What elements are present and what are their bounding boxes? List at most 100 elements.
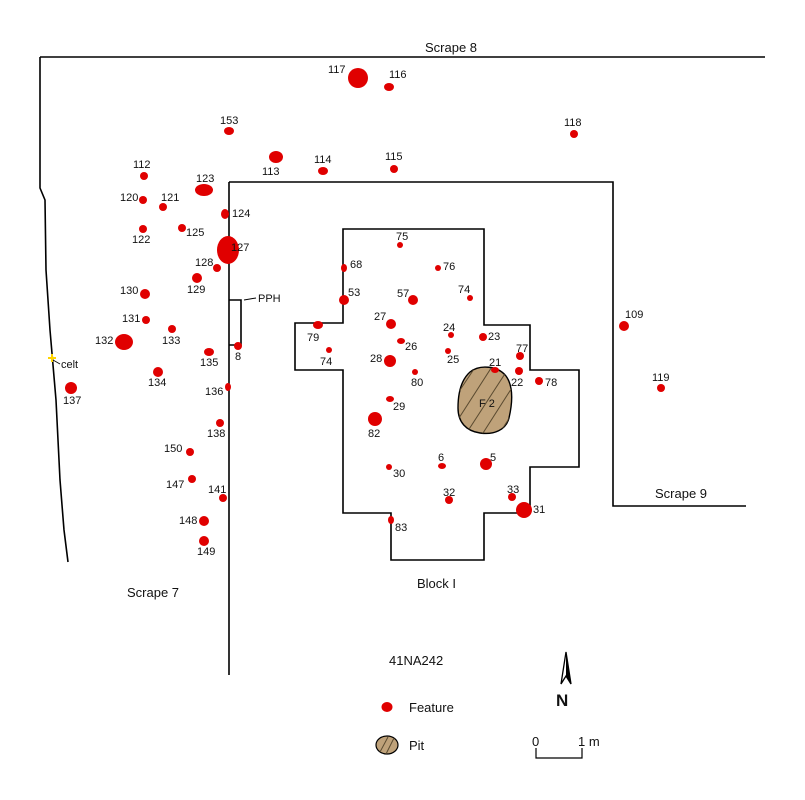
feature-marker xyxy=(168,325,176,333)
feature-121: 121 xyxy=(159,192,179,211)
feature-label: 76 xyxy=(443,261,455,273)
feature-marker xyxy=(491,367,499,373)
pph-datum: PPH xyxy=(258,293,281,305)
feature-137: 137 xyxy=(63,382,81,407)
feature-label: 83 xyxy=(395,522,407,534)
feature-marker xyxy=(435,265,441,271)
feature-30: 30 xyxy=(386,464,405,480)
feature-label: 24 xyxy=(443,322,455,334)
feature-114: 114 xyxy=(314,154,332,175)
pph-leader-line xyxy=(243,297,257,301)
feature-21: 21 xyxy=(489,357,501,373)
feature-marker xyxy=(221,209,229,219)
feature-label: 23 xyxy=(488,331,500,343)
feature-label: 22 xyxy=(511,377,523,389)
feature-marker xyxy=(516,502,532,518)
feature-label: 27 xyxy=(374,311,386,323)
excavation-boundaries xyxy=(39,56,765,675)
feature-marker xyxy=(368,412,382,426)
feature-150: 150 xyxy=(164,443,194,456)
legend: Feature Pit xyxy=(375,700,454,755)
feature-113: 113 xyxy=(262,151,283,178)
feature-label: 124 xyxy=(232,208,250,220)
feature-label: 26 xyxy=(405,341,417,353)
feature-label: 130 xyxy=(120,285,138,297)
north-arrow: N xyxy=(556,651,572,710)
feature-122: 122 xyxy=(132,225,150,246)
feature-74b: 74 xyxy=(320,347,332,368)
feature-marker xyxy=(234,342,242,350)
block-1-label: Block I xyxy=(417,576,456,591)
feature-marker xyxy=(159,203,167,211)
feature-23: 23 xyxy=(479,331,500,343)
feature-117: 117 xyxy=(328,64,368,88)
feature-marker xyxy=(213,264,221,272)
feature-marker xyxy=(341,264,347,272)
feature-marker xyxy=(657,384,665,392)
feature-marker xyxy=(65,382,77,394)
feature-28: 28 xyxy=(370,353,396,367)
feature-marker xyxy=(386,396,394,402)
legend-pit-label: Pit xyxy=(409,738,425,753)
feature-22: 22 xyxy=(511,367,523,389)
feature-label: 138 xyxy=(207,428,225,440)
feature-27: 27 xyxy=(374,311,396,329)
feature-marker xyxy=(408,295,418,305)
feature-label: 114 xyxy=(314,154,332,166)
feature-marker xyxy=(269,151,283,163)
feature-label: 150 xyxy=(164,443,182,455)
feature-marker xyxy=(388,516,394,524)
feature-label: 117 xyxy=(328,64,346,76)
feature-label: 82 xyxy=(368,428,380,440)
feature-136: 136 xyxy=(205,383,231,398)
celt-artifact: celt xyxy=(48,354,78,371)
scrape-9-boundary xyxy=(229,181,746,507)
feature-label: 57 xyxy=(397,288,409,300)
feature-label: 8 xyxy=(235,351,241,363)
feature-128: 128 xyxy=(195,257,221,272)
feature-label: 21 xyxy=(489,357,501,369)
feature-31: 31 xyxy=(516,502,545,518)
feature-marker xyxy=(195,184,213,196)
feature-marker xyxy=(153,367,163,377)
feature-label: 78 xyxy=(545,377,557,389)
feature-127: 127 xyxy=(217,236,249,264)
pph-label: PPH xyxy=(258,293,281,305)
block-1-outline xyxy=(294,228,580,561)
feature-label: 29 xyxy=(393,401,405,413)
feature-marker xyxy=(448,332,454,338)
feature-label: 112 xyxy=(133,159,151,171)
feature-8: 8 xyxy=(234,342,242,363)
feature-marker xyxy=(188,475,196,483)
legend-feature-label: Feature xyxy=(409,700,454,715)
feature-label: 153 xyxy=(220,115,238,127)
feature-label: 28 xyxy=(370,353,382,365)
feature-label: 109 xyxy=(625,309,643,321)
feature-label: 74 xyxy=(320,356,332,368)
feature-label: 148 xyxy=(179,515,197,527)
feature-label: 5 xyxy=(490,452,496,464)
feature-26: 26 xyxy=(397,338,417,353)
feature-5: 5 xyxy=(480,452,496,470)
feature-label: 135 xyxy=(200,357,218,369)
north-arrow-letter: N xyxy=(556,691,568,710)
feature-53: 53 xyxy=(339,287,360,305)
feature-marker xyxy=(339,295,349,305)
feature-marker xyxy=(570,130,578,138)
feature-label: 123 xyxy=(196,173,214,185)
scale-bar-end: 1 m xyxy=(578,734,600,749)
feature-label: 118 xyxy=(564,117,582,129)
feature-33: 33 xyxy=(507,484,519,501)
feature-label: 68 xyxy=(350,259,362,271)
legend-pit-swatch xyxy=(375,735,399,755)
feature-132: 132 xyxy=(95,334,133,350)
feature-marker xyxy=(438,463,446,469)
feature-marker xyxy=(445,496,453,504)
feature-marker xyxy=(199,536,209,546)
feature-label: 121 xyxy=(161,192,179,204)
feature-label: 113 xyxy=(262,166,280,178)
feature-label: 116 xyxy=(389,69,407,81)
pit-f2-label: F 2 xyxy=(479,398,495,410)
feature-marker xyxy=(535,377,543,385)
